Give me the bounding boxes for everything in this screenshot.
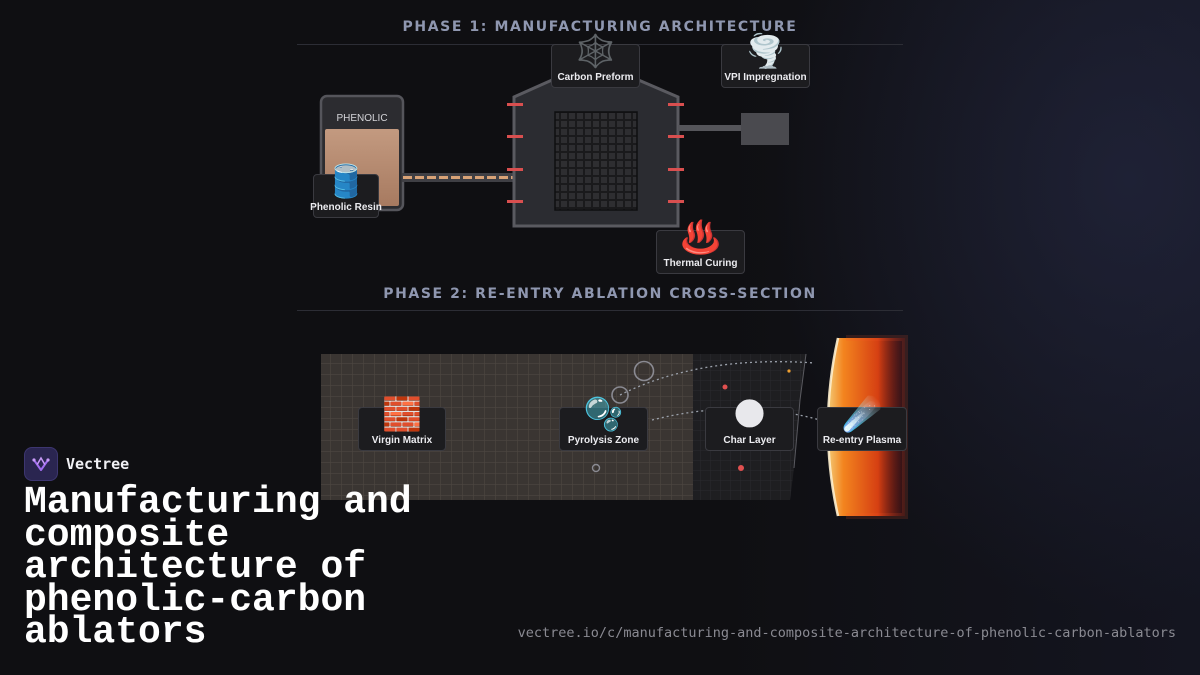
gas-bubble: [591, 463, 601, 473]
gas-bubble: [611, 386, 629, 404]
card-reentry-plasma: ☄️ Re-entry Plasma: [817, 396, 907, 451]
card-vpi-impregnation: 🌪️ VPI Impregnation: [721, 33, 810, 88]
new-moon-icon: 🌑: [732, 395, 767, 433]
tank-label: PHENOLIC: [336, 113, 387, 124]
card-label: Carbon Preform: [557, 72, 634, 83]
gas-bubble: [633, 360, 655, 382]
ember-particle: [787, 369, 791, 373]
card-char-layer: 🌑 Char Layer: [705, 396, 794, 451]
resin-feed-pipe: [402, 173, 514, 182]
card-label: Virgin Matrix: [371, 435, 433, 446]
card-phenolic-resin: 🛢️ Phenolic Resin: [310, 163, 382, 218]
card-label: Re-entry Plasma: [822, 435, 902, 446]
ember-particle: [722, 384, 728, 390]
card-label: Pyrolysis Zone: [567, 435, 640, 446]
spider-web-icon: 🕸️: [575, 32, 616, 70]
heater-elements: [507, 103, 684, 203]
source-url[interactable]: vectree.io/c/manufacturing-and-composite…: [517, 625, 1176, 641]
vectree-logo-icon: [24, 447, 58, 481]
tornado-icon: 🌪️: [745, 32, 786, 70]
card-thermal-curing: ♨️ Thermal Curing: [656, 219, 745, 274]
card-label: VPI Impregnation: [724, 72, 807, 83]
phase2-title: PHASE 2: RE-ENTRY ABLATION CROSS-SECTION: [383, 286, 817, 302]
phase2-divider: [297, 310, 903, 311]
comet-icon: ☄️: [842, 395, 882, 433]
carbon-preform-block: [554, 111, 638, 211]
card-label: Char Layer: [723, 435, 776, 446]
card-virgin-matrix: 🧱 Virgin Matrix: [358, 396, 446, 451]
brand[interactable]: Vectree: [24, 447, 129, 481]
oil-drum-icon: 🛢️: [326, 162, 366, 200]
page-title: Manufacturing and composite architecture…: [24, 481, 412, 654]
vacuum-pump: [678, 113, 789, 145]
ember-particle: [738, 465, 744, 471]
card-pyrolysis-zone: 🫧 Pyrolysis Zone: [559, 396, 648, 451]
card-label: Thermal Curing: [663, 258, 738, 269]
brick-icon: 🧱: [382, 395, 422, 433]
card-label: Phenolic Resin: [310, 202, 382, 213]
brand-name: Vectree: [66, 455, 130, 473]
bubbles-icon: 🫧: [583, 395, 624, 433]
hot-springs-icon: ♨️: [680, 218, 721, 256]
phase1-title: PHASE 1: MANUFACTURING ARCHITECTURE: [402, 19, 798, 35]
card-carbon-preform: 🕸️ Carbon Preform: [551, 33, 640, 88]
curing-vessel: [512, 70, 680, 228]
